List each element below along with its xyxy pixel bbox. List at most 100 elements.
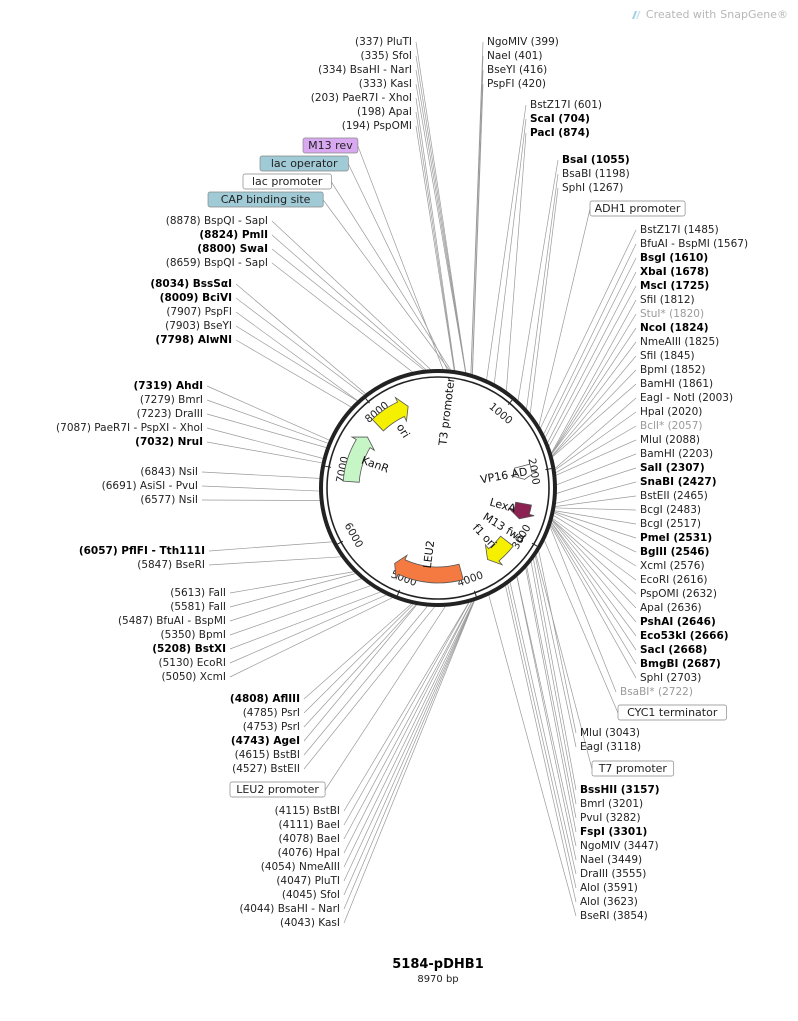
site-label-sfii-1845[interactable]: SfiI (1845) [640,350,695,362]
site-label-paci-874[interactable]: PacI (874) [530,127,590,139]
site-label-7032-nrui[interactable]: (7032) NruI [135,436,203,448]
site-label-4785-psri[interactable]: (4785) PsrI [243,707,300,719]
site-label-xbai-1678[interactable]: XbaI (1678) [640,266,709,278]
site-label-4753-psri[interactable]: (4753) PsrI [243,721,300,733]
site-label-4743-agei[interactable]: (4743) AgeI [231,735,300,747]
site-label-194-pspomi[interactable]: (194) PspOMI [342,120,412,132]
site-label-5581-fali[interactable]: (5581) FalI [170,601,226,613]
site-label-7798-alwni[interactable]: (7798) AlwNI [155,334,232,346]
feature-box-cyc1-terminator[interactable]: CYC1 terminator [617,704,727,721]
site-label-4111-baei[interactable]: (4111) BaeI [279,819,340,831]
site-label-8878-bspqi-sapi[interactable]: (8878) BspQI - SapI [166,215,268,227]
site-label-bmri-3201[interactable]: BmrI (3201) [580,798,643,810]
site-label-apai-2636[interactable]: ApaI (2636) [640,602,702,614]
site-label-stui-1820[interactable]: StuI* (1820) [640,308,704,320]
site-label-pmei-2531[interactable]: PmeI (2531) [640,532,712,544]
site-label-7319-ahdi[interactable]: (7319) AhdI [133,380,203,392]
site-label-snabi-2427[interactable]: SnaBI (2427) [640,476,717,488]
site-label-naei-3449[interactable]: NaeI (3449) [580,854,642,866]
site-label-ncoi-1824[interactable]: NcoI (1824) [640,322,709,334]
site-label-bseri-3854[interactable]: BseRI (3854) [580,910,648,922]
site-label-hpai-2020[interactable]: HpaI (2020) [640,406,702,418]
feature-box-t7-promoter[interactable]: T7 promoter [591,760,675,777]
site-label-bfuai-bspmi-1567[interactable]: BfuAI - BspMI (1567) [640,238,748,250]
site-label-8659-bspqi-sapi[interactable]: (8659) BspQI - SapI [166,257,268,269]
site-label-msci-1725[interactable]: MscI (1725) [640,280,709,292]
site-label-bsai-1055[interactable]: BsaI (1055) [562,154,630,166]
site-label-bpmi-1852[interactable]: BpmI (1852) [640,364,705,376]
site-label-6843-nsii[interactable]: (6843) NsiI [140,466,198,478]
site-label-pvui-3282[interactable]: PvuI (3282) [580,812,641,824]
site-label-4078-baei[interactable]: (4078) BaeI [279,833,340,845]
site-label-7279-bmri[interactable]: (7279) BmrI [140,394,203,406]
site-label-fspi-3301[interactable]: FspI (3301) [580,826,647,838]
site-label-335-sfoi[interactable]: (335) SfoI [361,50,412,62]
site-label-xcmi-2576[interactable]: XcmI (2576) [640,560,705,572]
site-label-4115-bstbi[interactable]: (4115) BstBI [275,805,340,817]
site-label-nmeaiii-1825[interactable]: NmeAIII (1825) [640,336,719,348]
site-label-sali-2307[interactable]: SalI (2307) [640,462,705,474]
site-label-bcgi-2483[interactable]: BcgI (2483) [640,504,701,516]
site-label-bcgi-2517[interactable]: BcgI (2517) [640,518,701,530]
feature-box-adh1-promoter[interactable]: ADH1 promoter [589,200,686,217]
site-label-pspomi-2632[interactable]: PspOMI (2632) [640,588,717,600]
site-label-4076-hpai[interactable]: (4076) HpaI [278,847,340,859]
site-label-pshai-2646[interactable]: PshAI (2646) [640,616,716,628]
site-label-5613-fali[interactable]: (5613) FalI [170,587,226,599]
site-label-7903-bseyi[interactable]: (7903) BseYI [165,320,232,332]
site-label-5208-bstxi[interactable]: (5208) BstXI [152,643,226,655]
site-label-7223-draiii[interactable]: (7223) DraIII [137,408,203,420]
site-label-4615-bstbi[interactable]: (4615) BstBI [235,749,300,761]
site-label-5847-bseri[interactable]: (5847) BseRI [137,559,205,571]
site-label-6057-pflfi-tth111i[interactable]: (6057) PflFI - Tth111I [79,545,205,557]
site-label-8824-pmli[interactable]: (8824) PmlI [199,229,268,241]
site-label-aloi-3591[interactable]: AloI (3591) [580,882,638,894]
site-label-7087-paer7i-pspxi-xhoi[interactable]: (7087) PaeR7I - PspXI - XhoI [56,422,203,434]
site-label-eagi-3118[interactable]: EagI (3118) [580,741,641,753]
site-label-5487-bfuai-bspmi[interactable]: (5487) BfuAI - BspMI [118,615,226,627]
site-label-333-kasi[interactable]: (333) KasI [359,78,412,90]
site-label-4054-nmeaiii[interactable]: (4054) NmeAIII [261,861,340,873]
site-label-8800-swai[interactable]: (8800) SwaI [197,243,268,255]
site-label-bsteii-2465[interactable]: BstEII (2465) [640,490,708,502]
site-label-bamhi-1861[interactable]: BamHI (1861) [640,378,713,390]
site-label-ngomiv-3447[interactable]: NgoMIV (3447) [580,840,659,852]
site-label-5130-ecori[interactable]: (5130) EcoRI [159,657,226,669]
site-label-337-pluti[interactable]: (337) PluTI [355,36,412,48]
site-label-4044-bsahi-nari[interactable]: (4044) BsaHI - NarI [239,903,340,915]
site-label-naei-401[interactable]: NaeI (401) [487,50,542,62]
site-label-5050-xcmi[interactable]: (5050) XcmI [161,671,226,683]
site-label-8034-bsss-i[interactable]: (8034) BssSαI [150,278,232,290]
site-label-aloi-3623[interactable]: AloI (3623) [580,896,638,908]
site-label-bmgbi-2687[interactable]: BmgBI (2687) [640,658,721,670]
site-label-bglii-2546[interactable]: BglII (2546) [640,546,709,558]
site-label-5350-bpmi[interactable]: (5350) BpmI [161,629,226,641]
site-label-bsabi-2722[interactable]: BsaBI* (2722) [620,686,693,698]
site-label-4045-sfoi[interactable]: (4045) SfoI [282,889,340,901]
site-label-draiii-3555[interactable]: DraIII (3555) [580,868,646,880]
feature-box-leu2-promoter[interactable]: LEU2 promoter [229,781,326,798]
site-label-4808-afliii[interactable]: (4808) AflIII [230,693,300,705]
feature-box-lac-operator[interactable]: lac operator [259,155,349,172]
site-label-bseyi-416[interactable]: BseYI (416) [487,64,547,76]
feature-box-cap-binding-site[interactable]: CAP binding site [207,191,324,208]
site-label-7907-pspfi[interactable]: (7907) PspFI [166,306,232,318]
site-label-eagi-noti-2003[interactable]: EagI - NotI (2003) [640,392,733,404]
site-label-4527-bsteii[interactable]: (4527) BstEII [232,763,300,775]
site-label-bsgi-1610[interactable]: BsgI (1610) [640,252,708,264]
site-label-4047-pluti[interactable]: (4047) PluTI [276,875,340,887]
site-label-bsabi-1198[interactable]: BsaBI (1198) [562,168,630,180]
site-label-mlui-2088[interactable]: MluI (2088) [640,434,700,446]
site-label-scai-704[interactable]: ScaI (704) [530,113,590,125]
site-label-203-paer7i-xhoi[interactable]: (203) PaeR7I - XhoI [311,92,412,104]
site-label-eco53ki-2666[interactable]: Eco53kI (2666) [640,630,729,642]
site-label-saci-2668[interactable]: SacI (2668) [640,644,707,656]
site-label-sfii-1812[interactable]: SfiI (1812) [640,294,695,306]
site-label-bamhi-2203[interactable]: BamHI (2203) [640,448,713,460]
feature-box-m13-rev[interactable]: M13 rev [302,137,359,154]
site-label-334-bsahi-nari[interactable]: (334) BsaHI - NarI [318,64,412,76]
site-label-mlui-3043[interactable]: MluI (3043) [580,727,640,739]
site-label-6691-asisi-pvui[interactable]: (6691) AsiSI - PvuI [102,480,198,492]
site-label-8009-bcivi[interactable]: (8009) BciVI [160,292,232,304]
site-label-ngomiv-399[interactable]: NgoMIV (399) [487,36,559,48]
